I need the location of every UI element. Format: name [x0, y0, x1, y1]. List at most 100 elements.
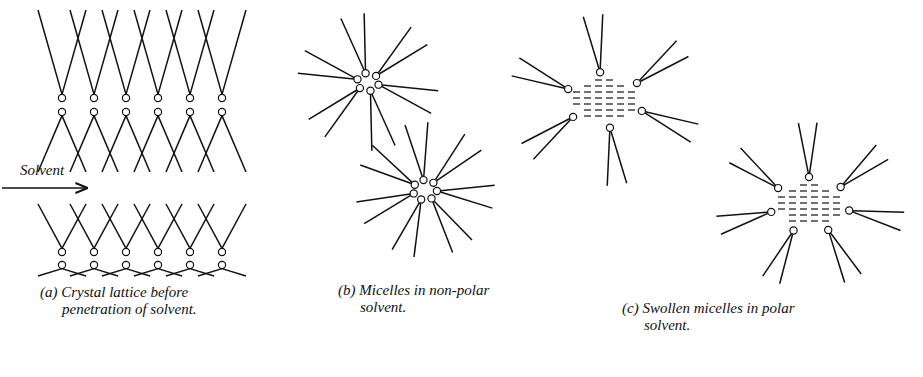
- water-dash: [595, 115, 602, 116]
- water-dash: [789, 190, 796, 191]
- hydrocarbon-tail: [829, 233, 844, 282]
- water-dash: [811, 220, 818, 221]
- hydrocarbon-tail: [309, 90, 357, 119]
- water-dash: [833, 208, 840, 209]
- hydrocarbon-tail: [519, 58, 565, 87]
- hydrocarbon-tail: [382, 86, 431, 113]
- water-dash: [800, 214, 807, 215]
- hydrocarbon-tail: [134, 116, 158, 172]
- water-dash: [628, 103, 635, 104]
- panel-caption: (a) Crystal lattice before penetration o…: [40, 284, 212, 318]
- polar-head: [633, 80, 640, 87]
- hydrocarbon-tail: [134, 269, 158, 276]
- solvent-arrow: [2, 187, 88, 188]
- polar-head: [367, 87, 374, 94]
- water-dash: [789, 214, 796, 215]
- water-dash: [822, 220, 829, 221]
- hydrocarbon-tail: [843, 145, 876, 184]
- water-dash: [584, 103, 591, 104]
- water-dash: [811, 208, 818, 209]
- hydrocarbon-tail: [378, 27, 411, 73]
- polar-head: [606, 124, 613, 131]
- polar-head: [90, 248, 97, 255]
- polar-head: [790, 227, 797, 234]
- water-dash: [584, 91, 591, 92]
- water-dash: [617, 91, 624, 92]
- water-dash: [811, 196, 818, 197]
- water-dash: [833, 202, 840, 203]
- hydrocarbon-tail: [70, 269, 94, 276]
- polar-head: [356, 85, 363, 92]
- hydrocarbon-tail: [38, 269, 62, 276]
- hydrocarbon-tail: [70, 10, 94, 94]
- hydrocarbon-tail: [38, 204, 62, 248]
- hydrocarbon-tail: [102, 116, 126, 172]
- hydrocarbon-tail: [102, 10, 126, 94]
- hydrocarbon-tail: [436, 150, 481, 181]
- water-dash: [822, 214, 829, 215]
- water-dash: [606, 91, 613, 92]
- water-dash: [617, 109, 624, 110]
- hydrocarbon-tail: [607, 131, 610, 185]
- water-dash: [811, 184, 818, 185]
- water-dash: [628, 97, 635, 98]
- water-dash: [573, 91, 580, 92]
- water-dash: [606, 115, 613, 116]
- polar-head: [565, 85, 572, 92]
- polar-head: [805, 173, 812, 180]
- hydrocarbon-tail: [611, 131, 627, 183]
- polar-head: [775, 184, 782, 191]
- water-dash: [595, 97, 602, 98]
- water-dash: [800, 202, 807, 203]
- hydrocarbon-tail: [298, 73, 354, 79]
- polar-head: [58, 248, 65, 255]
- hydrocarbon-tail: [639, 41, 676, 81]
- water-dash: [617, 97, 624, 98]
- water-dash: [789, 202, 796, 203]
- water-dash: [800, 196, 807, 197]
- water-dash: [833, 214, 840, 215]
- polar-head: [218, 261, 225, 268]
- polar-head: [186, 248, 193, 255]
- water-dash: [628, 109, 635, 110]
- water-dash: [606, 103, 613, 104]
- water-dash: [595, 103, 602, 104]
- hydrocarbon-tail: [371, 94, 372, 150]
- polar-head: [418, 196, 425, 203]
- hydrocarbon-tail: [853, 212, 901, 231]
- hydrocarbon-tail: [645, 113, 691, 142]
- polar-head: [596, 69, 603, 76]
- hydrocarbon-tail: [325, 91, 358, 137]
- hydrocarbon-tail: [441, 185, 495, 190]
- water-dash: [573, 97, 580, 98]
- hydrocarbon-tail: [372, 94, 395, 145]
- polar-head: [837, 183, 844, 190]
- water-dash: [617, 85, 624, 86]
- hydrocarbon-tail: [382, 85, 438, 91]
- hydrocarbon-tail: [392, 203, 419, 250]
- hydrocarbon-tail: [305, 51, 354, 78]
- polar-head: [154, 248, 161, 255]
- hydrocarbon-tail: [222, 10, 246, 94]
- polar-head: [58, 261, 65, 268]
- water-dash: [833, 196, 840, 197]
- polar-head: [90, 94, 97, 101]
- hydrocarbon-tail: [166, 116, 190, 172]
- water-dash: [789, 220, 796, 221]
- hydrocarbon-tail: [222, 116, 246, 172]
- hydrocarbon-tail: [356, 194, 410, 202]
- hydrocarbon-tail: [166, 204, 190, 248]
- hydrocarbon-tail: [102, 269, 126, 276]
- panel-caption: (b) Micelles in non-polar solvent.: [338, 282, 520, 316]
- water-dash: [789, 208, 796, 209]
- polar-head: [768, 208, 775, 215]
- polar-head: [154, 108, 161, 115]
- water-dash: [584, 109, 591, 110]
- water-dash: [606, 109, 613, 110]
- hydrocarbon-tail: [440, 192, 492, 208]
- water-dash: [584, 115, 591, 116]
- water-dash: [617, 115, 624, 116]
- polar-head: [354, 76, 361, 83]
- hydrocarbon-tail: [198, 204, 222, 248]
- polar-head: [218, 248, 225, 255]
